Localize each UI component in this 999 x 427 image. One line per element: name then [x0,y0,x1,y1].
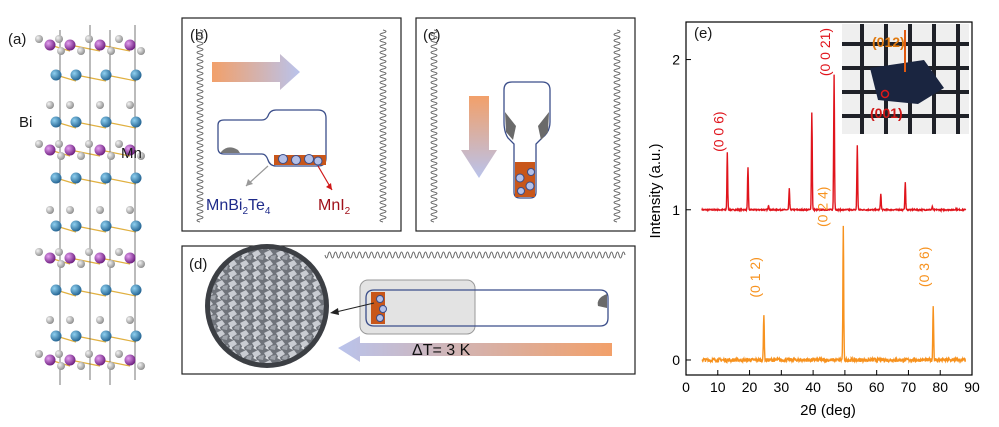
source-residue-c-left [505,112,516,140]
delta-t-label: ΔT= 3 K [412,342,471,359]
y-tick-label: 0 [672,352,680,368]
y-axis-label: Intensity (a.u.) [647,143,664,238]
product-mnbi2te4: MnBi2Te4 [206,197,271,217]
panel-b: (b) MnBi2Te4 MnI2 [181,17,402,232]
peak-label: (0 2 4) [814,187,830,227]
source-residue-b [221,147,240,153]
product-mni2: MnI2 [318,197,351,217]
x-axis-label: 2θ (deg) [800,402,856,419]
y-tick-label: 1 [672,202,680,218]
plot-frame [685,21,973,376]
x-tick-label: 40 [805,379,821,395]
heater-coil-right-c [613,29,621,223]
inset-marker-001 [880,89,890,99]
y-tick-label: 2 [672,52,680,68]
x-tick-label: 50 [837,379,853,395]
panel-d: (d) ΔT= 3 K [181,244,636,375]
panel-a-label: (a) [8,31,26,48]
series-line [701,225,966,365]
x-tick-label: 20 [742,379,758,395]
panel-d-label: (d) [189,256,207,273]
peak-label: (0 0 21) [817,28,833,76]
panel-e: 0 10 20 30 40 50 60 70 80 90 0 1 2 (0 0 6) (0 0 21) (0 … [647,21,980,419]
heater-coil-left-c [430,29,438,223]
reverse-gradient-arrow [338,336,612,362]
source-residue-c-right [538,112,549,140]
series-line [701,74,967,214]
panel-e-label: (e) [694,25,712,42]
atom-label-mn: Mn [121,145,142,162]
panel-a: (a) Bi Mn [8,25,145,385]
crystal-structure [35,25,145,385]
peak-label: (0 0 6) [710,111,726,151]
xrd-chart: 0 10 20 30 40 50 60 70 80 90 0 1 2 (0 0 6) (0 0 21) (0 … [672,21,980,395]
x-tick-label: 70 [901,379,917,395]
x-tick-label: 80 [932,379,948,395]
atom-label-bi: Bi [19,114,32,131]
seed-crystals-b [278,154,323,166]
x-tick-label: 30 [774,379,790,395]
inset-photo: (012) (001) [842,24,969,134]
seed-crystals-c [515,168,535,195]
ampoule-d [365,289,609,327]
crystal-photo [210,249,324,363]
heater-coil-right-b [379,29,387,223]
peak-label: (0 1 2) [747,257,763,297]
seed-crystals-d [376,295,387,322]
x-tick-label: 60 [869,379,885,395]
cooling-gradient-arrow [461,96,497,178]
x-tick-label: 10 [710,379,726,395]
x-tick-label: 0 [682,379,690,395]
x-tick-label: 90 [964,379,980,395]
inset-label-001: (001) [870,105,903,121]
panel-c: (c) [415,17,636,232]
inset-label-012: (012) [872,34,905,50]
heater-coil-left-b [196,29,204,223]
highlight-box [359,279,476,335]
temperature-gradient-arrow [212,54,300,90]
peak-label: (0 3 6) [916,247,932,287]
heater-coil-top-d [324,251,626,259]
source-residue-d [597,294,607,308]
